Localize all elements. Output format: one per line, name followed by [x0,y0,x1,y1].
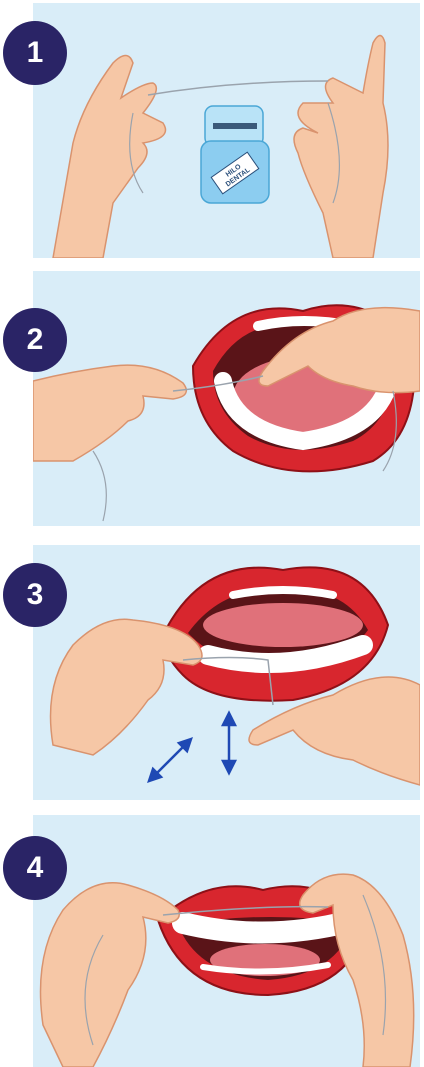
step-1-panel: HILO DENTAL [33,3,420,258]
step-4-illustration [33,815,420,1067]
floss-dispenser: HILO DENTAL [201,106,269,203]
step-1-badge: 1 [3,21,67,85]
vertical-arrow-icon [223,713,235,773]
left-hand [41,883,180,1067]
left-hand [33,365,186,461]
step-2-panel [33,271,420,526]
step-3-panel [33,545,420,800]
step-4-panel [33,815,420,1067]
right-hand [294,36,388,259]
step-3-illustration [33,545,420,800]
diagonal-arrow-icon [149,739,191,781]
step-4-badge: 4 [3,836,67,900]
left-hand [51,619,203,755]
left-hand [53,56,166,259]
step-2-illustration [33,271,420,526]
step-1-illustration: HILO DENTAL [33,3,420,258]
floss-strand [148,81,328,95]
step-2-badge: 2 [3,308,67,372]
step-3-badge: 3 [3,563,67,627]
tongue [203,603,363,647]
